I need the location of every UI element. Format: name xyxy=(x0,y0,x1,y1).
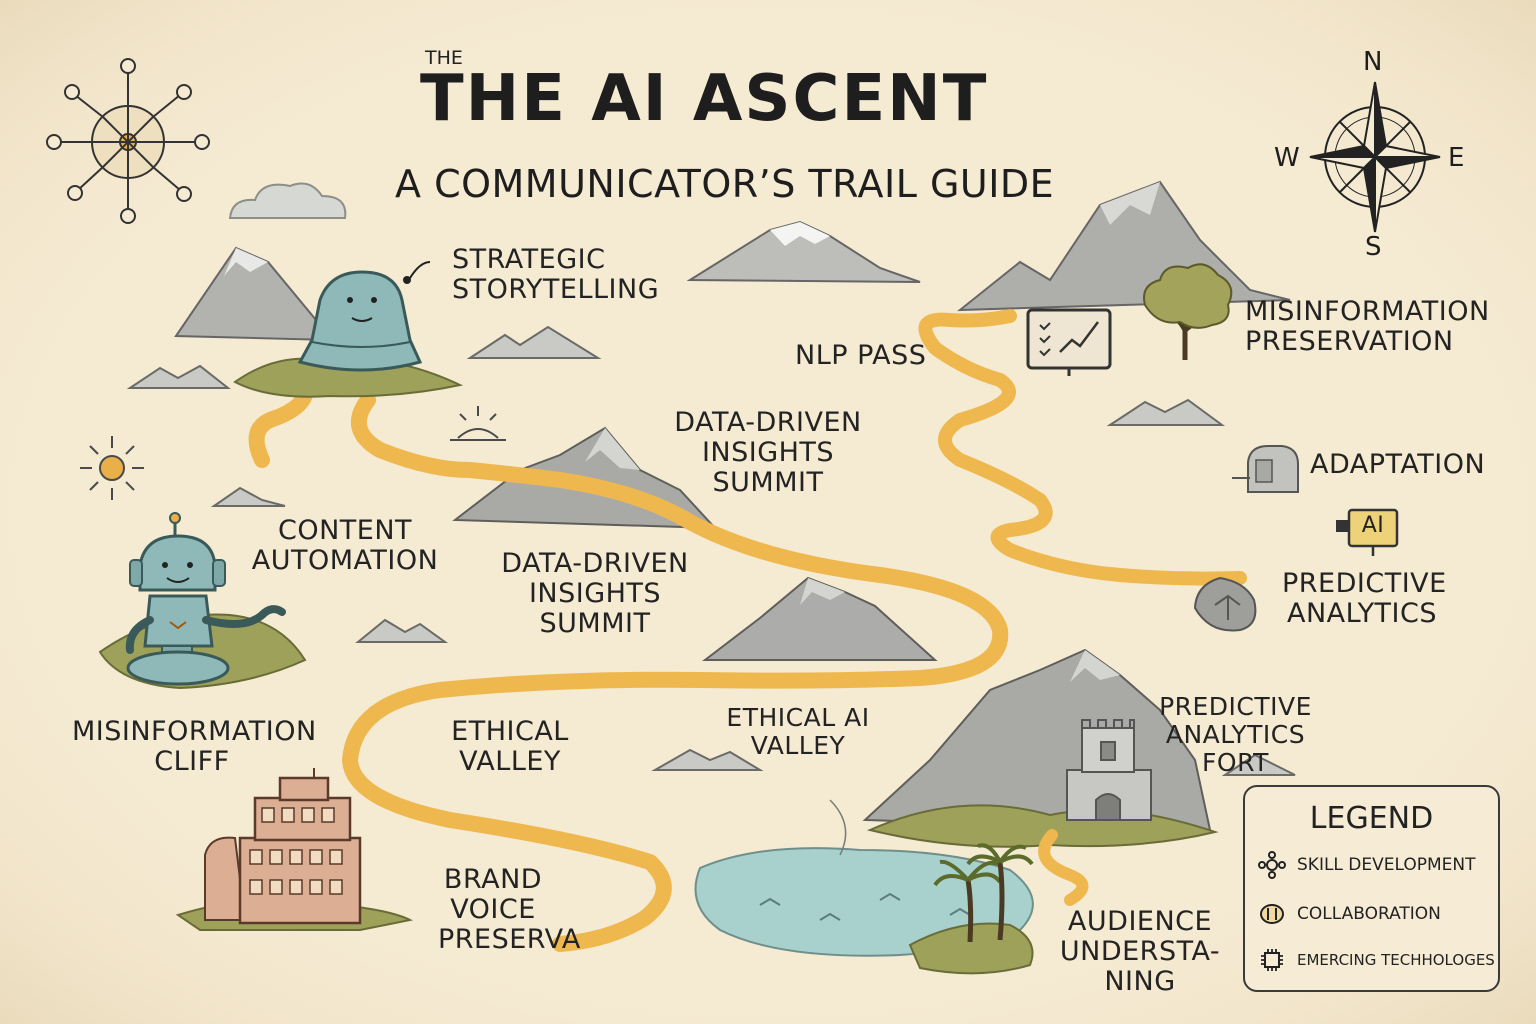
label-ethical-ai-valley: ETHICAL AI VALLEY xyxy=(726,703,870,760)
monitor-chart-icon xyxy=(1026,308,1112,376)
small-hill xyxy=(355,618,449,643)
label-nlp-pass: NLP PASS xyxy=(795,340,927,371)
legend-item: EMERCING TECHHOLOGES xyxy=(1257,945,1495,975)
collaboration-icon xyxy=(1260,904,1284,924)
title-prefix: THE xyxy=(425,47,463,69)
palm-tree-icon xyxy=(933,843,1034,943)
mountain xyxy=(686,220,921,283)
sunrise-icon xyxy=(450,406,506,441)
tree-icon xyxy=(1143,263,1233,360)
dome-robot-icon xyxy=(233,261,464,398)
legend: LEGEND SKILL DEVELOPMENT COLLABORATION xyxy=(1243,785,1500,992)
skill-development-icon xyxy=(1258,851,1286,879)
trail xyxy=(248,387,313,468)
ai-sign-label: AI xyxy=(1361,513,1385,538)
legend-item-label: COLLABORATION xyxy=(1297,904,1441,924)
small-hill xyxy=(466,325,602,359)
small-hill xyxy=(651,748,764,771)
small-hill xyxy=(126,364,231,389)
fort-icon xyxy=(1066,719,1152,821)
trail xyxy=(1038,829,1089,906)
legend-item-label: SKILL DEVELOPMENT xyxy=(1297,855,1476,875)
label-misinformation-preservation: MISINFORMATION PRESERVATION xyxy=(1245,296,1490,358)
label-brand-voice: BRAND VOICE PRESERVA xyxy=(438,864,581,956)
backpack-icon xyxy=(1232,445,1299,493)
label-predictive-analytics: PREDICTIVE ANALYTICS xyxy=(1282,568,1447,630)
legend-item: COLLABORATION xyxy=(1257,899,1441,929)
shield-icon xyxy=(1193,576,1257,632)
trail xyxy=(342,392,1009,952)
label-ethical-valley: ETHICAL VALLEY xyxy=(451,716,569,778)
legend-title: LEGEND xyxy=(1309,801,1434,836)
label-misinformation-cliff: MISINFORMATION CLIFF xyxy=(72,716,317,778)
label-data-driven-summit-top: DATA-DRIVEN INSIGHTS SUMMIT xyxy=(674,407,862,499)
legend-item: SKILL DEVELOPMENT xyxy=(1257,850,1476,880)
small-hill xyxy=(1106,398,1226,426)
chip-icon xyxy=(1261,949,1283,971)
legend-item-label: EMERCING TECHHOLOGES xyxy=(1297,951,1495,969)
label-adaptation: ADAPTATION xyxy=(1310,449,1486,480)
small-hill xyxy=(210,486,286,507)
page-title: THE AI ASCENT xyxy=(420,62,989,136)
mountain xyxy=(174,246,332,342)
label-content-automation: CONTENT AUTOMATION xyxy=(251,515,439,577)
building-icon xyxy=(175,768,414,931)
network-wheel-icon xyxy=(46,58,210,224)
compass-east: E xyxy=(1448,143,1465,173)
trail xyxy=(918,309,1247,586)
page-subtitle: A COMMUNICATOR’S TRAIL GUIDE xyxy=(395,162,1055,206)
compass-south: S xyxy=(1365,232,1382,262)
label-predictive-analytics-fort: PREDICTIVE ANALYTICS FORT xyxy=(1159,692,1312,777)
compass-rose-icon xyxy=(1309,81,1441,233)
label-data-driven-summit-mid: DATA-DRIVEN INSIGHTS SUMMIT xyxy=(501,548,689,640)
label-audience-understanding: AUDIENCE UNDERSTA- NING xyxy=(1059,906,1221,998)
small-hill xyxy=(1221,753,1296,776)
compass-west: W xyxy=(1274,143,1300,173)
mountain xyxy=(702,576,938,661)
cloud-icon xyxy=(228,182,347,219)
compass-north: N xyxy=(1363,47,1383,77)
sun-icon xyxy=(80,436,144,500)
label-strategic-storytelling: STRATEGIC STORYTELLING xyxy=(452,244,660,306)
robot-icon xyxy=(98,512,307,690)
ai-sign-icon xyxy=(1336,508,1399,556)
